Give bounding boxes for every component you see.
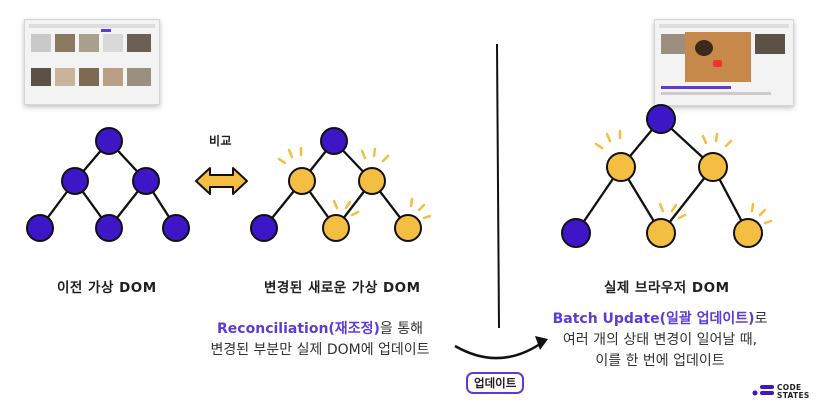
prev-node-rr: [163, 215, 189, 241]
batch-update-line3: 이를 한 번에 업데이트: [530, 351, 790, 372]
codestates-logo-text: CODE STATES: [777, 384, 810, 400]
reconciliation-term: Reconciliation(재조정): [217, 321, 380, 337]
real-dom-label: 실제 브라우저 DOM: [604, 276, 730, 296]
batch-update-line2: 여러 개의 상태 변경이 일어날 때,: [530, 330, 790, 351]
compare-double-arrow: [196, 168, 247, 194]
reconciliation-description: Reconciliation(재조정)을 통해 변경된 부분만 실제 DOM에 …: [175, 319, 465, 361]
prev-vdom-tree-nodes: [27, 128, 189, 241]
batch-update-line1-rest: 로: [755, 311, 768, 327]
prev-node-lm: [96, 215, 122, 241]
real-node-r: [699, 153, 727, 181]
real-node-l: [607, 153, 635, 181]
prev-node-root: [96, 128, 122, 154]
batch-update-term: Batch Update(일괄 업데이트): [553, 311, 755, 327]
reconciliation-line1-rest: 을 통해: [380, 321, 423, 337]
prev-node-l: [62, 168, 88, 194]
real-node-root: [647, 105, 675, 133]
new-node-r: [359, 168, 385, 194]
section-divider: [497, 44, 499, 328]
real-dom-tree-nodes: [562, 105, 762, 247]
prev-vdom-label: 이전 가상 DOM: [57, 276, 157, 296]
reconciliation-line2: 변경된 부분만 실제 DOM에 업데이트: [175, 340, 465, 361]
compare-label: 비교: [209, 132, 232, 149]
prev-node-r: [133, 168, 159, 194]
logo-line2: STATES: [777, 392, 810, 400]
new-vdom-label: 변경된 새로운 가상 DOM: [264, 276, 421, 296]
new-node-ll: [251, 215, 277, 241]
real-node-ll: [562, 219, 590, 247]
new-node-lm: [323, 215, 349, 241]
new-node-l: [289, 168, 315, 194]
prev-node-ll: [27, 215, 53, 241]
new-vdom-tree-nodes: [251, 128, 421, 241]
codestates-logo-mark: [753, 385, 775, 396]
real-node-lm: [647, 219, 675, 247]
real-node-rr: [734, 219, 762, 247]
new-node-root: [321, 128, 347, 154]
batch-update-description: Batch Update(일괄 업데이트)로 여러 개의 상태 변경이 일어날 …: [530, 309, 790, 372]
update-badge: 업데이트: [466, 372, 524, 394]
new-node-rr: [395, 215, 421, 241]
